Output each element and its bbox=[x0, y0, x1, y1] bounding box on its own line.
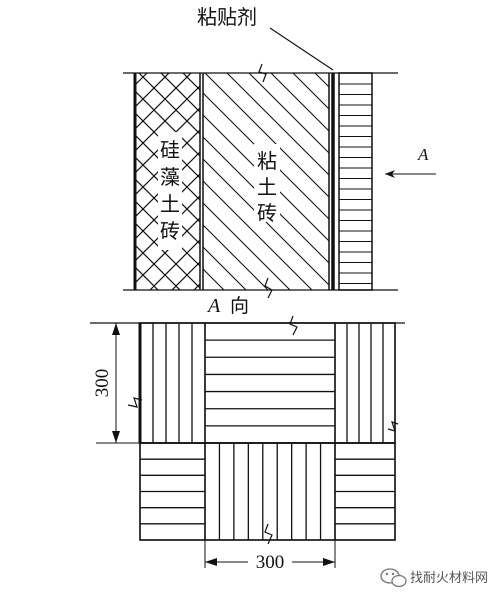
face-top-break-symbol bbox=[289, 315, 298, 336]
view-arrow-letter: A bbox=[417, 145, 429, 164]
dim-width-backdrop bbox=[248, 551, 292, 571]
diatomite-label-backdrop bbox=[158, 132, 182, 250]
diatomite-label-3: 土 bbox=[160, 192, 180, 216]
dim-h-arrow-left bbox=[205, 558, 217, 566]
view-title-letter: A bbox=[206, 295, 221, 317]
tile-block bbox=[204, 322, 336, 444]
dim-v-arrow-bottom bbox=[112, 431, 120, 443]
view-title: A 向 bbox=[206, 295, 249, 317]
tile-block bbox=[204, 442, 336, 541]
right-break-symbol bbox=[387, 421, 399, 432]
watermark: 找耐火材料网 bbox=[380, 568, 488, 588]
clay-label-2: 土 bbox=[257, 175, 277, 199]
face-pattern-view: 300 300 bbox=[90, 315, 405, 573]
adhesive-label: 粘贴剂 bbox=[197, 5, 257, 29]
facing-strip bbox=[338, 72, 373, 291]
adhesive-leader bbox=[269, 27, 334, 71]
tile-row-1-frame bbox=[139, 322, 396, 444]
view-title-suffix: 向 bbox=[230, 295, 249, 317]
tile-block bbox=[334, 322, 396, 444]
dim-width-label: 300 bbox=[256, 552, 285, 573]
dim-h-arrow-right bbox=[323, 558, 335, 566]
wechat-icon bbox=[380, 568, 407, 588]
clay-label-3: 砖 bbox=[257, 201, 277, 225]
bottom-break-symbol-face bbox=[264, 523, 273, 545]
view-arrow-head bbox=[385, 170, 395, 178]
diatomite-label-1: 硅 bbox=[160, 138, 180, 162]
tile-grid bbox=[138, 322, 396, 541]
facing-strip-lines bbox=[339, 83, 372, 284]
diatomite-label-4: 砖 bbox=[160, 219, 180, 243]
section-view: 硅 藻 土 砖 粘 土 砖 粘贴剂 A bbox=[123, 5, 436, 299]
watermark-text: 找耐火材料网 bbox=[410, 571, 488, 586]
tile-row-2-frame bbox=[139, 442, 396, 541]
dim-v-arrow-top bbox=[112, 323, 120, 335]
left-break-symbol bbox=[127, 397, 143, 408]
clay-label-backdrop bbox=[254, 144, 280, 222]
clay-label-1: 粘 bbox=[257, 149, 277, 173]
diatomite-label-2: 藻 bbox=[160, 165, 180, 189]
dim-height-label: 300 bbox=[92, 369, 113, 398]
tile-block bbox=[139, 322, 206, 444]
